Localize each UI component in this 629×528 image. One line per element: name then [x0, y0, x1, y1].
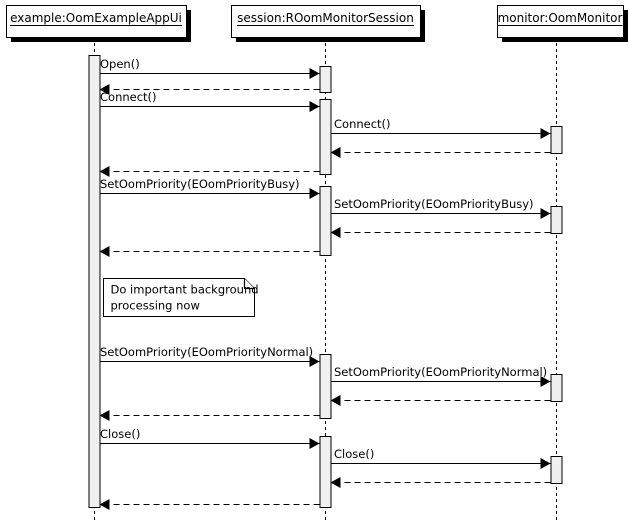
activation-bar — [88, 54, 101, 509]
message-label: SetOomPriority(EOomPriorityNormal) — [334, 365, 547, 379]
message-return — [99, 84, 320, 95]
participant-header-monitor[interactable]: monitor:OomMonitor — [496, 4, 629, 43]
message-arrowhead — [540, 458, 551, 469]
participant-header-example[interactable]: example:OomExampleAppUi — [5, 4, 192, 43]
message-label: Connect() — [334, 117, 391, 131]
message-arrowhead — [99, 410, 110, 421]
message-label: Close() — [100, 427, 140, 441]
message-return — [330, 477, 551, 488]
message-arrowhead — [330, 147, 341, 158]
message-label: SetOomPriority(EOomPriorityNormal) — [100, 345, 313, 359]
message-call: Open() — [99, 57, 320, 79]
activation-bar — [550, 455, 563, 485]
message-label: Connect() — [100, 90, 157, 104]
message-call: Close() — [99, 427, 320, 449]
message-label: Open() — [100, 57, 140, 71]
message-arrowhead — [330, 227, 341, 238]
message-arrowhead — [540, 376, 551, 387]
message-arrowhead — [99, 499, 110, 510]
message-arrowhead — [99, 84, 110, 95]
messages-layer: Open() Connect() Connect() SetOomPriority(E… — [99, 57, 551, 510]
message-arrowhead — [309, 438, 320, 449]
activation-bar — [550, 125, 563, 155]
message-return — [99, 499, 320, 510]
header-box — [496, 4, 625, 39]
message-label: SetOomPriority(EOomPriorityBusy) — [100, 177, 300, 191]
participant-headers-layer: example:OomExampleAppUi session:ROomMonit… — [5, 4, 629, 43]
activation-bar — [550, 205, 563, 235]
message-return — [330, 147, 551, 158]
notes-layer: Do important background processing now — [102, 277, 259, 318]
header-box — [230, 4, 422, 39]
note-background-processing: Do important background processing now — [102, 277, 259, 318]
message-arrowhead — [309, 188, 320, 199]
activation-bar — [319, 65, 332, 94]
note-fold-corner — [243, 278, 255, 290]
activation-bar — [550, 373, 563, 403]
activation-bar — [319, 435, 332, 509]
note-line: processing now — [111, 299, 200, 313]
message-call: SetOomPriority(EOomPriorityNormal) — [330, 365, 551, 387]
message-return — [330, 227, 551, 238]
message-call: SetOomPriority(EOomPriorityNormal) — [99, 345, 320, 367]
message-arrowhead — [330, 395, 341, 406]
message-call: SetOomPriority(EOomPriorityBusy) — [99, 177, 320, 199]
message-return — [99, 246, 320, 257]
activation-bar — [319, 98, 332, 176]
message-arrowhead — [330, 477, 341, 488]
message-call: SetOomPriority(EOomPriorityBusy) — [330, 197, 551, 219]
message-return — [99, 166, 320, 177]
participant-label: example:OomExampleAppUi — [10, 11, 182, 25]
message-arrowhead — [99, 246, 110, 257]
message-arrowhead — [540, 128, 551, 139]
message-call: Close() — [330, 447, 551, 469]
activation-bar — [319, 353, 332, 420]
message-call: Connect() — [99, 90, 320, 112]
header-box — [5, 4, 188, 39]
activation-bar — [319, 185, 332, 257]
message-return — [99, 410, 320, 421]
note-body — [102, 277, 256, 318]
note-line: Do important background — [111, 283, 259, 297]
message-label: Close() — [334, 447, 374, 461]
participant-label: session:ROomMonitorSession — [237, 11, 414, 25]
message-label: SetOomPriority(EOomPriorityBusy) — [334, 197, 534, 211]
activations-layer — [88, 54, 563, 509]
participant-label: monitor:OomMonitor — [498, 11, 623, 25]
message-arrowhead — [540, 208, 551, 219]
message-arrowhead — [309, 356, 320, 367]
message-arrowhead — [99, 166, 110, 177]
message-return — [330, 395, 551, 406]
message-call: Connect() — [330, 117, 551, 139]
message-arrowhead — [309, 68, 320, 79]
message-arrowhead — [309, 101, 320, 112]
participant-header-session[interactable]: session:ROomMonitorSession — [230, 4, 426, 43]
